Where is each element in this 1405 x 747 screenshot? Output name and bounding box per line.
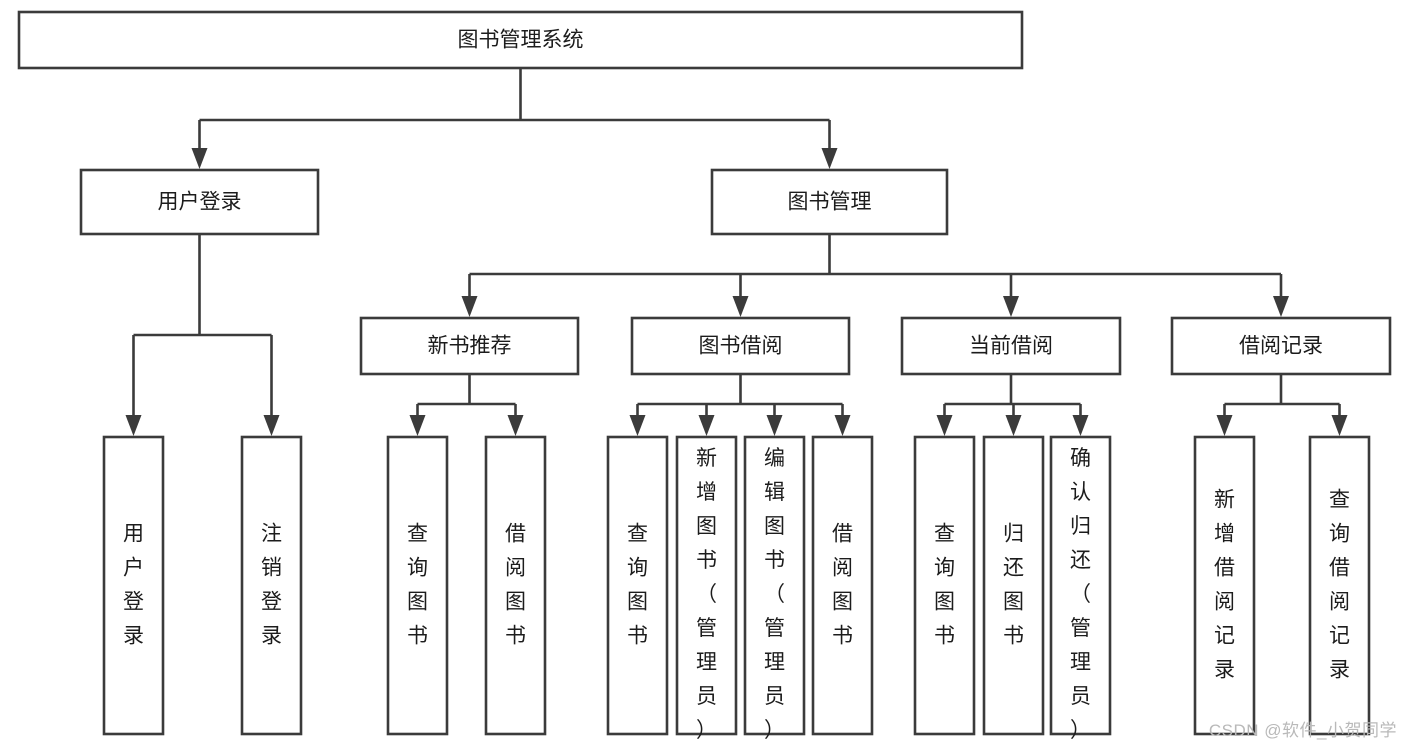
arrow-head-icon: [834, 415, 851, 436]
node-box[interactable]: [1193, 435, 1256, 736]
arrow-head-icon: [461, 296, 478, 317]
node-leaf-edit-book[interactable]: 编辑图书（管理员）: [743, 435, 806, 742]
arrow-head-icon: [821, 148, 838, 169]
node-box[interactable]: [710, 168, 949, 236]
node-leaf-return-book[interactable]: 归还图书: [982, 435, 1045, 736]
node-label: 用户登录: [123, 522, 144, 647]
node-layer: 图书管理系统用户登录图书管理新书推荐图书借阅当前借阅借阅记录用户登录注销登录查询…: [17, 10, 1392, 742]
connector-group: [461, 234, 1289, 317]
node-label: 图书管理系统: [458, 29, 584, 52]
connector-group: [409, 374, 524, 436]
arrow-head-icon: [698, 415, 715, 436]
node-user-login[interactable]: 用户登录: [79, 168, 320, 236]
node-root[interactable]: 图书管理系统: [17, 10, 1024, 70]
node-leaf-query-book-1[interactable]: 查询图书: [386, 435, 449, 736]
node-leaf-logout[interactable]: 注销登录: [240, 435, 303, 736]
node-leaf-query-book-3[interactable]: 查询图书: [913, 435, 976, 736]
node-label: 用户登录: [158, 191, 242, 214]
node-leaf-add-book[interactable]: 新增图书（管理员）: [675, 435, 738, 742]
arrow-head-icon: [1005, 415, 1022, 436]
node-box[interactable]: [913, 435, 976, 736]
node-leaf-confirm-return[interactable]: 确认归还（管理员）: [1049, 435, 1112, 742]
node-box[interactable]: [484, 435, 547, 736]
arrow-head-icon: [936, 415, 953, 436]
node-box[interactable]: [743, 435, 806, 736]
node-label: 归还图书: [1003, 522, 1024, 647]
node-box[interactable]: [675, 435, 738, 736]
arrow-head-icon: [125, 415, 142, 436]
node-leaf-borrow-book-2[interactable]: 借阅图书: [811, 435, 874, 736]
node-box[interactable]: [17, 10, 1024, 70]
node-new-book-recommend[interactable]: 新书推荐: [359, 316, 580, 376]
arrow-head-icon: [1331, 415, 1348, 436]
arrow-head-icon: [507, 415, 524, 436]
node-label: 查询图书: [934, 522, 955, 647]
arrow-head-icon: [191, 148, 208, 169]
connector-group: [125, 234, 280, 436]
csdn-watermark: CSDN @软件_小贺同学: [1208, 721, 1397, 740]
arrow-head-icon: [1003, 296, 1019, 317]
node-label: 当前借阅: [969, 335, 1053, 358]
node-book-borrow[interactable]: 图书借阅: [630, 316, 851, 376]
node-leaf-query-book-2[interactable]: 查询图书: [606, 435, 669, 736]
node-leaf-query-record[interactable]: 查询借阅记录: [1308, 435, 1371, 736]
node-box[interactable]: [79, 168, 320, 236]
node-box[interactable]: [1049, 435, 1112, 736]
connector-group: [936, 374, 1089, 436]
node-box[interactable]: [900, 316, 1122, 376]
node-label: 新书推荐: [428, 335, 512, 358]
node-leaf-borrow-book-1[interactable]: 借阅图书: [484, 435, 547, 736]
node-box[interactable]: [811, 435, 874, 736]
arrow-head-icon: [1216, 415, 1233, 436]
node-label: 编辑图书（管理员）: [764, 447, 785, 742]
node-label: 图书借阅: [699, 335, 783, 358]
node-label: 查询图书: [627, 522, 648, 647]
node-box[interactable]: [1170, 316, 1392, 376]
node-current-borrow[interactable]: 当前借阅: [900, 316, 1122, 376]
node-box[interactable]: [102, 435, 165, 736]
node-box[interactable]: [359, 316, 580, 376]
connector-layer: [125, 68, 1348, 436]
node-box[interactable]: [982, 435, 1045, 736]
node-leaf-user-login[interactable]: 用户登录: [102, 435, 165, 736]
arrow-head-icon: [263, 415, 280, 436]
node-label: 借阅图书: [505, 522, 526, 647]
connector-group: [191, 68, 838, 169]
node-label: 借阅图书: [832, 522, 853, 647]
connector-group: [1216, 374, 1348, 436]
node-label: 确认归还（管理员）: [1070, 447, 1091, 742]
node-box[interactable]: [1308, 435, 1371, 736]
node-borrow-record[interactable]: 借阅记录: [1170, 316, 1392, 376]
node-leaf-add-record[interactable]: 新增借阅记录: [1193, 435, 1256, 736]
node-label: 注销登录: [261, 522, 282, 647]
arrow-head-icon: [766, 415, 783, 436]
arrow-head-icon: [409, 415, 426, 436]
node-label: 查询借阅记录: [1329, 488, 1350, 681]
node-label: 新增图书（管理员）: [696, 447, 717, 742]
connector-group: [629, 374, 851, 436]
node-book-manage[interactable]: 图书管理: [710, 168, 949, 236]
node-label: 借阅记录: [1239, 335, 1323, 358]
node-label: 新增借阅记录: [1214, 488, 1235, 681]
arrow-head-icon: [629, 415, 646, 436]
arrow-head-icon: [1072, 415, 1089, 436]
arrow-head-icon: [732, 296, 749, 317]
node-box[interactable]: [630, 316, 851, 376]
arrow-head-icon: [1273, 296, 1289, 317]
node-label: 查询图书: [407, 522, 428, 647]
node-box[interactable]: [240, 435, 303, 736]
node-box[interactable]: [386, 435, 449, 736]
node-box[interactable]: [606, 435, 669, 736]
node-label: 图书管理: [788, 191, 872, 214]
